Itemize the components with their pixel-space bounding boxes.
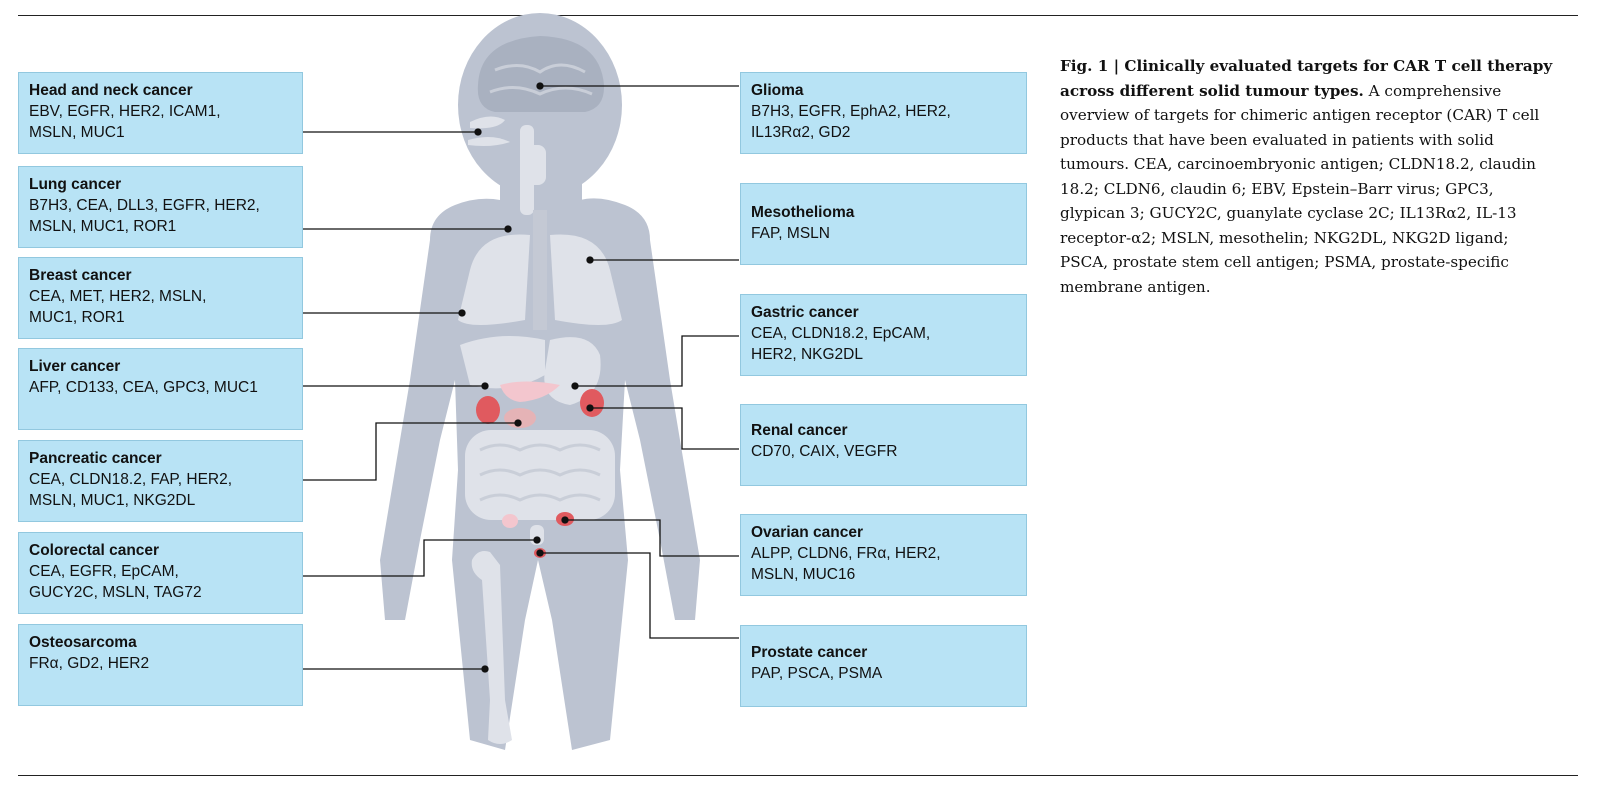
box-title: Glioma — [751, 82, 804, 99]
head-neck-organs — [468, 116, 546, 215]
bottom-rule — [18, 775, 1578, 776]
leader-gastric — [575, 335, 739, 387]
box-title: Renal cancer — [751, 422, 848, 439]
caption-title: Fig. 1 | Clinically evaluated targets fo… — [1060, 57, 1553, 100]
box-head-neck-cancer: Head and neck cancer EBV, EGFR, HER2, IC… — [18, 72, 303, 154]
box-title: Lung cancer — [29, 176, 122, 193]
body-silhouette — [380, 13, 700, 751]
box-title: Mesothelioma — [751, 204, 855, 221]
box-targets: EBV, EGFR, HER2, ICAM1, — [29, 103, 221, 120]
abdomen-organs — [460, 336, 604, 428]
box-targets: FAP, MSLN — [751, 225, 830, 242]
box-targets: MSLN, MUC1, ROR1 — [29, 218, 177, 235]
box-glioma: Glioma B7H3, EGFR, EphA2, HER2, IL13Rα2,… — [740, 72, 1027, 154]
box-title: Colorectal cancer — [29, 542, 160, 559]
box-targets: IL13Rα2, GD2 — [751, 124, 851, 141]
leader-colorectal — [302, 539, 537, 577]
leader-prostate — [540, 552, 739, 639]
box-title: Breast cancer — [29, 267, 132, 284]
box-targets: CEA, CLDN18.2, FAP, HER2, — [29, 471, 233, 488]
box-title: Pancreatic cancer — [29, 450, 162, 467]
box-prostate-cancer: Prostate cancer PAP, PSCA, PSMA — [740, 625, 1027, 707]
box-title: Liver cancer — [29, 358, 121, 375]
box-title: Prostate cancer — [751, 644, 868, 661]
box-targets: CEA, EGFR, EpCAM, — [29, 563, 179, 580]
box-title: Ovarian cancer — [751, 524, 864, 541]
leader-ovarian — [565, 519, 739, 557]
box-ovarian-cancer: Ovarian cancer ALPP, CLDN6, FRα, HER2, M… — [740, 514, 1027, 596]
box-pancreatic-cancer: Pancreatic cancer CEA, CLDN18.2, FAP, HE… — [18, 440, 303, 522]
box-osteosarcoma: Osteosarcoma FRα, GD2, HER2 — [18, 624, 303, 706]
leader-lines — [302, 82, 739, 673]
box-targets: B7H3, EGFR, EphA2, HER2, — [751, 103, 951, 120]
box-targets: CEA, CLDN18.2, EpCAM, — [751, 325, 931, 342]
box-targets: HER2, NKG2DL — [751, 346, 863, 363]
box-title: Gastric cancer — [751, 304, 859, 321]
box-mesothelioma: Mesothelioma FAP, MSLN — [740, 183, 1027, 265]
brain — [477, 36, 605, 112]
box-title: Head and neck cancer — [29, 82, 193, 99]
figure-caption: Fig. 1 | Clinically evaluated targets fo… — [1060, 54, 1560, 299]
box-targets: FRα, GD2, HER2 — [29, 655, 150, 672]
box-targets: MSLN, MUC1, NKG2DL — [29, 492, 196, 509]
box-colorectal-cancer: Colorectal cancer CEA, EGFR, EpCAM, GUCY… — [18, 532, 303, 614]
box-targets: AFP, CD133, CEA, GPC3, MUC1 — [29, 379, 258, 396]
intestines — [465, 430, 615, 520]
box-targets: CD70, CAIX, VEGFR — [751, 443, 898, 460]
box-liver-cancer: Liver cancer AFP, CD133, CEA, GPC3, MUC1 — [18, 348, 303, 430]
femur-bone — [471, 551, 512, 744]
box-targets: ALPP, CLDN6, FRα, HER2, — [751, 545, 941, 562]
lungs — [458, 210, 622, 330]
box-gastric-cancer: Gastric cancer CEA, CLDN18.2, EpCAM, HER… — [740, 294, 1027, 376]
box-targets: MSLN, MUC1 — [29, 124, 125, 141]
box-renal-cancer: Renal cancer CD70, CAIX, VEGFR — [740, 404, 1027, 486]
box-targets: GUCY2C, MSLN, TAG72 — [29, 584, 202, 601]
box-title: Osteosarcoma — [29, 634, 137, 651]
top-rule — [18, 15, 1578, 16]
box-lung-cancer: Lung cancer B7H3, CEA, DLL3, EGFR, HER2,… — [18, 166, 303, 248]
box-targets: CEA, MET, HER2, MSLN, — [29, 288, 207, 305]
leader-pancreatic — [302, 422, 518, 481]
box-targets: B7H3, CEA, DLL3, EGFR, HER2, — [29, 197, 260, 214]
box-targets: MUC1, ROR1 — [29, 309, 125, 326]
box-targets: MSLN, MUC16 — [751, 566, 856, 583]
box-targets: PAP, PSCA, PSMA — [751, 665, 883, 682]
leader-renal — [590, 407, 739, 450]
caption-text: A comprehensive overview of targets for … — [1060, 81, 1540, 296]
box-breast-cancer: Breast cancer CEA, MET, HER2, MSLN, MUC1… — [18, 257, 303, 339]
